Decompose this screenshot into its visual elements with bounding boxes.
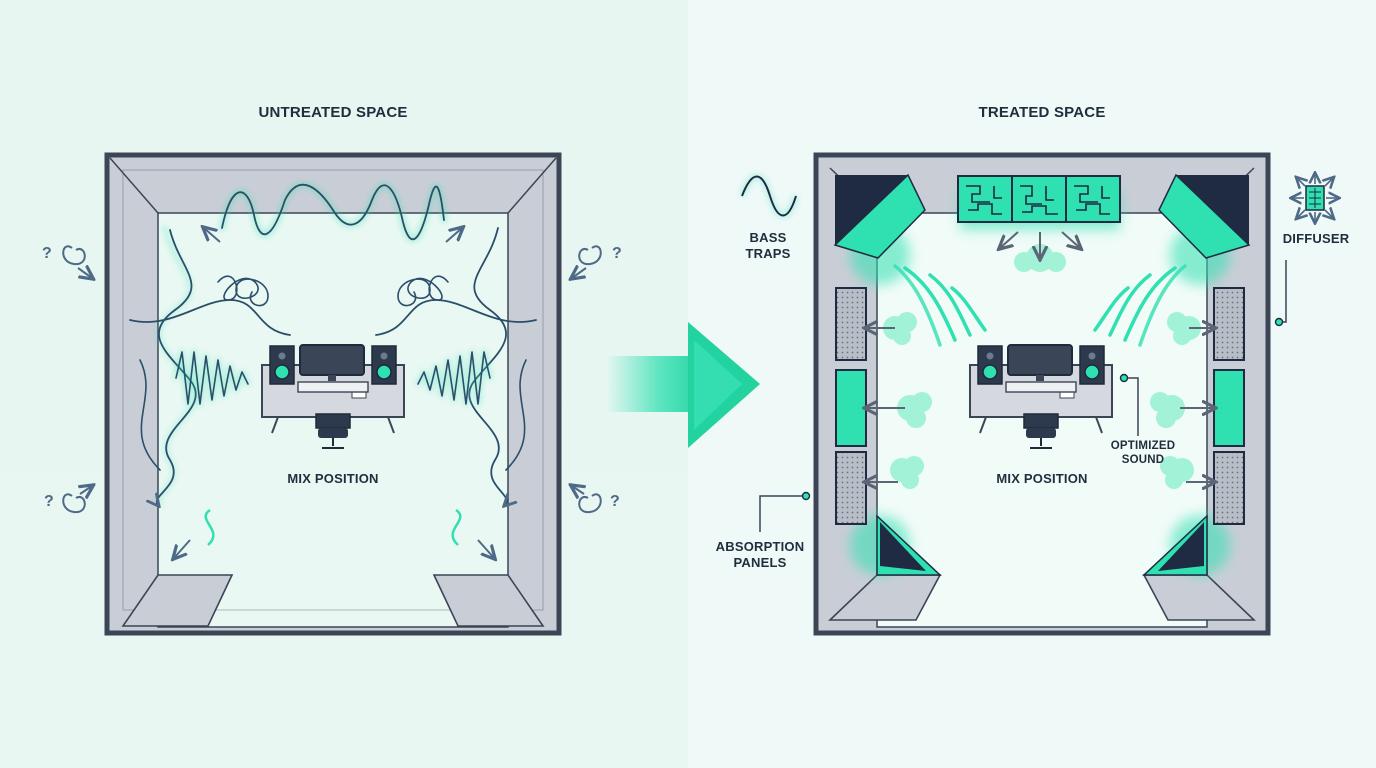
- mix-position-label-treated: MIX POSITION: [996, 471, 1088, 486]
- sound-cloud-icon: [883, 244, 1201, 489]
- mix-desk-treated: [969, 344, 1113, 449]
- bass-traps-line1: BASS: [749, 230, 787, 245]
- bass-trap: [833, 173, 1251, 259]
- bass-trap-bottom: [876, 514, 1208, 576]
- treated-title: TREATED SPACE: [978, 104, 1106, 121]
- question-mark: ?: [610, 493, 620, 510]
- chaotic-reflections: [129, 181, 537, 505]
- question-mark: ?: [44, 493, 54, 510]
- question-mark: ?: [612, 245, 622, 262]
- absorption-line1: ABSORPTION: [715, 539, 805, 554]
- bass-traps-label: BASS TRAPS: [745, 230, 790, 262]
- untreated-title: UNTREATED SPACE: [258, 104, 408, 121]
- absorption-panels-label: ABSORPTION PANELS: [716, 539, 805, 571]
- optimized-line2: SOUND: [1121, 454, 1165, 466]
- bass-traps-line2: TRAPS: [745, 246, 791, 261]
- question-echo-icon: [62, 245, 602, 514]
- diffuser-label: DIFFUSER: [1282, 231, 1350, 246]
- absorption-line2: PANELS: [733, 555, 787, 570]
- absorption-panel: [835, 287, 1245, 525]
- mix-position-label-untreated: MIX POSITION: [287, 471, 379, 486]
- diffuser-icon: [1292, 174, 1338, 222]
- transition-arrow-icon: [606, 322, 760, 448]
- mix-desk-untreated: [261, 344, 405, 449]
- question-mark: ?: [42, 245, 52, 262]
- callout-dots: [801, 317, 1284, 501]
- controlled-waves: [893, 264, 1187, 347]
- floor-block-right: [432, 574, 545, 627]
- optimized-line1: OPTIMIZED: [1110, 440, 1176, 452]
- floor-block-left: [121, 574, 234, 627]
- optimized-sound-label: OPTIMIZED SOUND: [1111, 439, 1175, 467]
- reflection-arrows: [174, 228, 494, 558]
- diffuser-panel: [957, 175, 1121, 223]
- absorption-arrows: [866, 231, 1214, 482]
- sine-wave-icon: [739, 174, 799, 218]
